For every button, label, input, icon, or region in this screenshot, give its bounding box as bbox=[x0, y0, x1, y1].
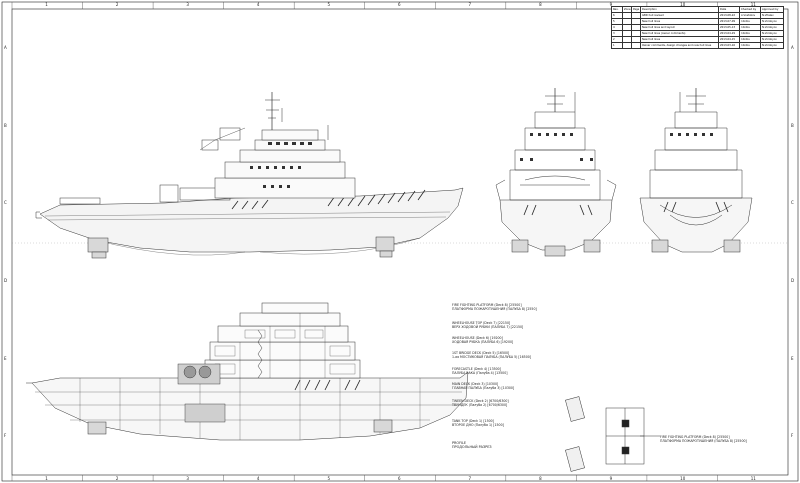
bow-view bbox=[639, 88, 753, 253]
row-label: E bbox=[791, 355, 794, 361]
column-label: 7 bbox=[468, 2, 472, 7]
level-label-tween: TWEEN DECK (Deck 2) [6700/6300] ТВИНДЕК … bbox=[452, 399, 509, 407]
column-label: 1 bbox=[45, 2, 48, 7]
side-profile-view bbox=[35, 92, 464, 259]
revision-cell bbox=[631, 42, 641, 49]
revision-cell: N.Vorobyov bbox=[760, 42, 784, 49]
detail-label: FIRE FIGHTING PLATFORM (Deck 8) [25500] … bbox=[660, 435, 747, 443]
level-label-fire: FIRE FIGHTING PLATFORM (Deck 8) [25500] … bbox=[452, 303, 537, 311]
row-label: F bbox=[4, 433, 7, 439]
column-label: 4 bbox=[256, 2, 260, 7]
column-label: 9 bbox=[609, 2, 613, 7]
column-label: 10 bbox=[680, 476, 686, 481]
column-label: 8 bbox=[539, 2, 542, 7]
stern-view bbox=[495, 88, 617, 257]
row-label: D bbox=[4, 277, 8, 283]
revision-cell: 1 bbox=[611, 42, 623, 49]
column-label: 2 bbox=[115, 2, 119, 7]
level-label-wheelhouse: WHEELHOUSE (Deck 6) [19200] ХОДОВАЯ РУБК… bbox=[452, 336, 514, 344]
level-label-main: MAIN DECK (Deck 3) [10300] ГЛАВНАЯ ПАЛУБ… bbox=[452, 382, 515, 390]
revision-cell: I.Kotov bbox=[739, 42, 761, 49]
column-label: 8 bbox=[539, 476, 542, 481]
column-label: 6 bbox=[398, 2, 401, 7]
row-label: D bbox=[791, 277, 795, 283]
revision-cell: Owner comments, design changes and new h… bbox=[640, 42, 719, 49]
revision-cell bbox=[622, 42, 632, 49]
column-label: 3 bbox=[186, 2, 189, 7]
row-label: B bbox=[4, 122, 7, 128]
row-label: A bbox=[4, 44, 7, 50]
row-label: F bbox=[791, 433, 794, 439]
revision-row: 1 Owner comments, design changes and new … bbox=[611, 42, 784, 49]
level-label-wheelhouse-top: WHEELHOUSE TOP (Deck 7) [22150] ВЕРХ ХОД… bbox=[452, 321, 524, 329]
column-label: 10 bbox=[680, 2, 686, 7]
row-label: C bbox=[4, 200, 7, 206]
column-label: 3 bbox=[186, 476, 189, 481]
column-label: 6 bbox=[398, 476, 401, 481]
level-label-tank: TANK TOP (Deck 1) [1500] ВТОРОЕ ДНО (Пал… bbox=[452, 419, 504, 427]
section-title: PROFILE ПРОДОЛЬНЫЙ РАЗРЕЗ bbox=[452, 441, 492, 449]
row-label: C bbox=[791, 200, 794, 206]
column-label: 11 bbox=[750, 476, 756, 481]
column-label: 1 bbox=[45, 476, 48, 481]
level-label-bridge: 1ST BRIDGE DECK (Deck 5) [16500] 1-ая МО… bbox=[452, 351, 531, 359]
row-label: E bbox=[4, 355, 7, 361]
row-label: B bbox=[791, 122, 794, 128]
column-label: 2 bbox=[115, 476, 119, 481]
column-label: 4 bbox=[256, 476, 260, 481]
column-label: 11 bbox=[750, 2, 756, 7]
column-label: 9 bbox=[609, 476, 613, 481]
row-label: A bbox=[791, 44, 794, 50]
column-label: 7 bbox=[468, 476, 472, 481]
column-label: 5 bbox=[327, 2, 330, 7]
level-label-forecastle: FORECASTLE (Deck 4) [13500] ПАЛУБА БАКА … bbox=[452, 367, 508, 375]
column-label: 5 bbox=[327, 476, 330, 481]
longitudinal-section-view bbox=[26, 302, 469, 441]
revision-cell: 2013-03-16 bbox=[718, 42, 740, 49]
detail-views bbox=[565, 396, 660, 472]
